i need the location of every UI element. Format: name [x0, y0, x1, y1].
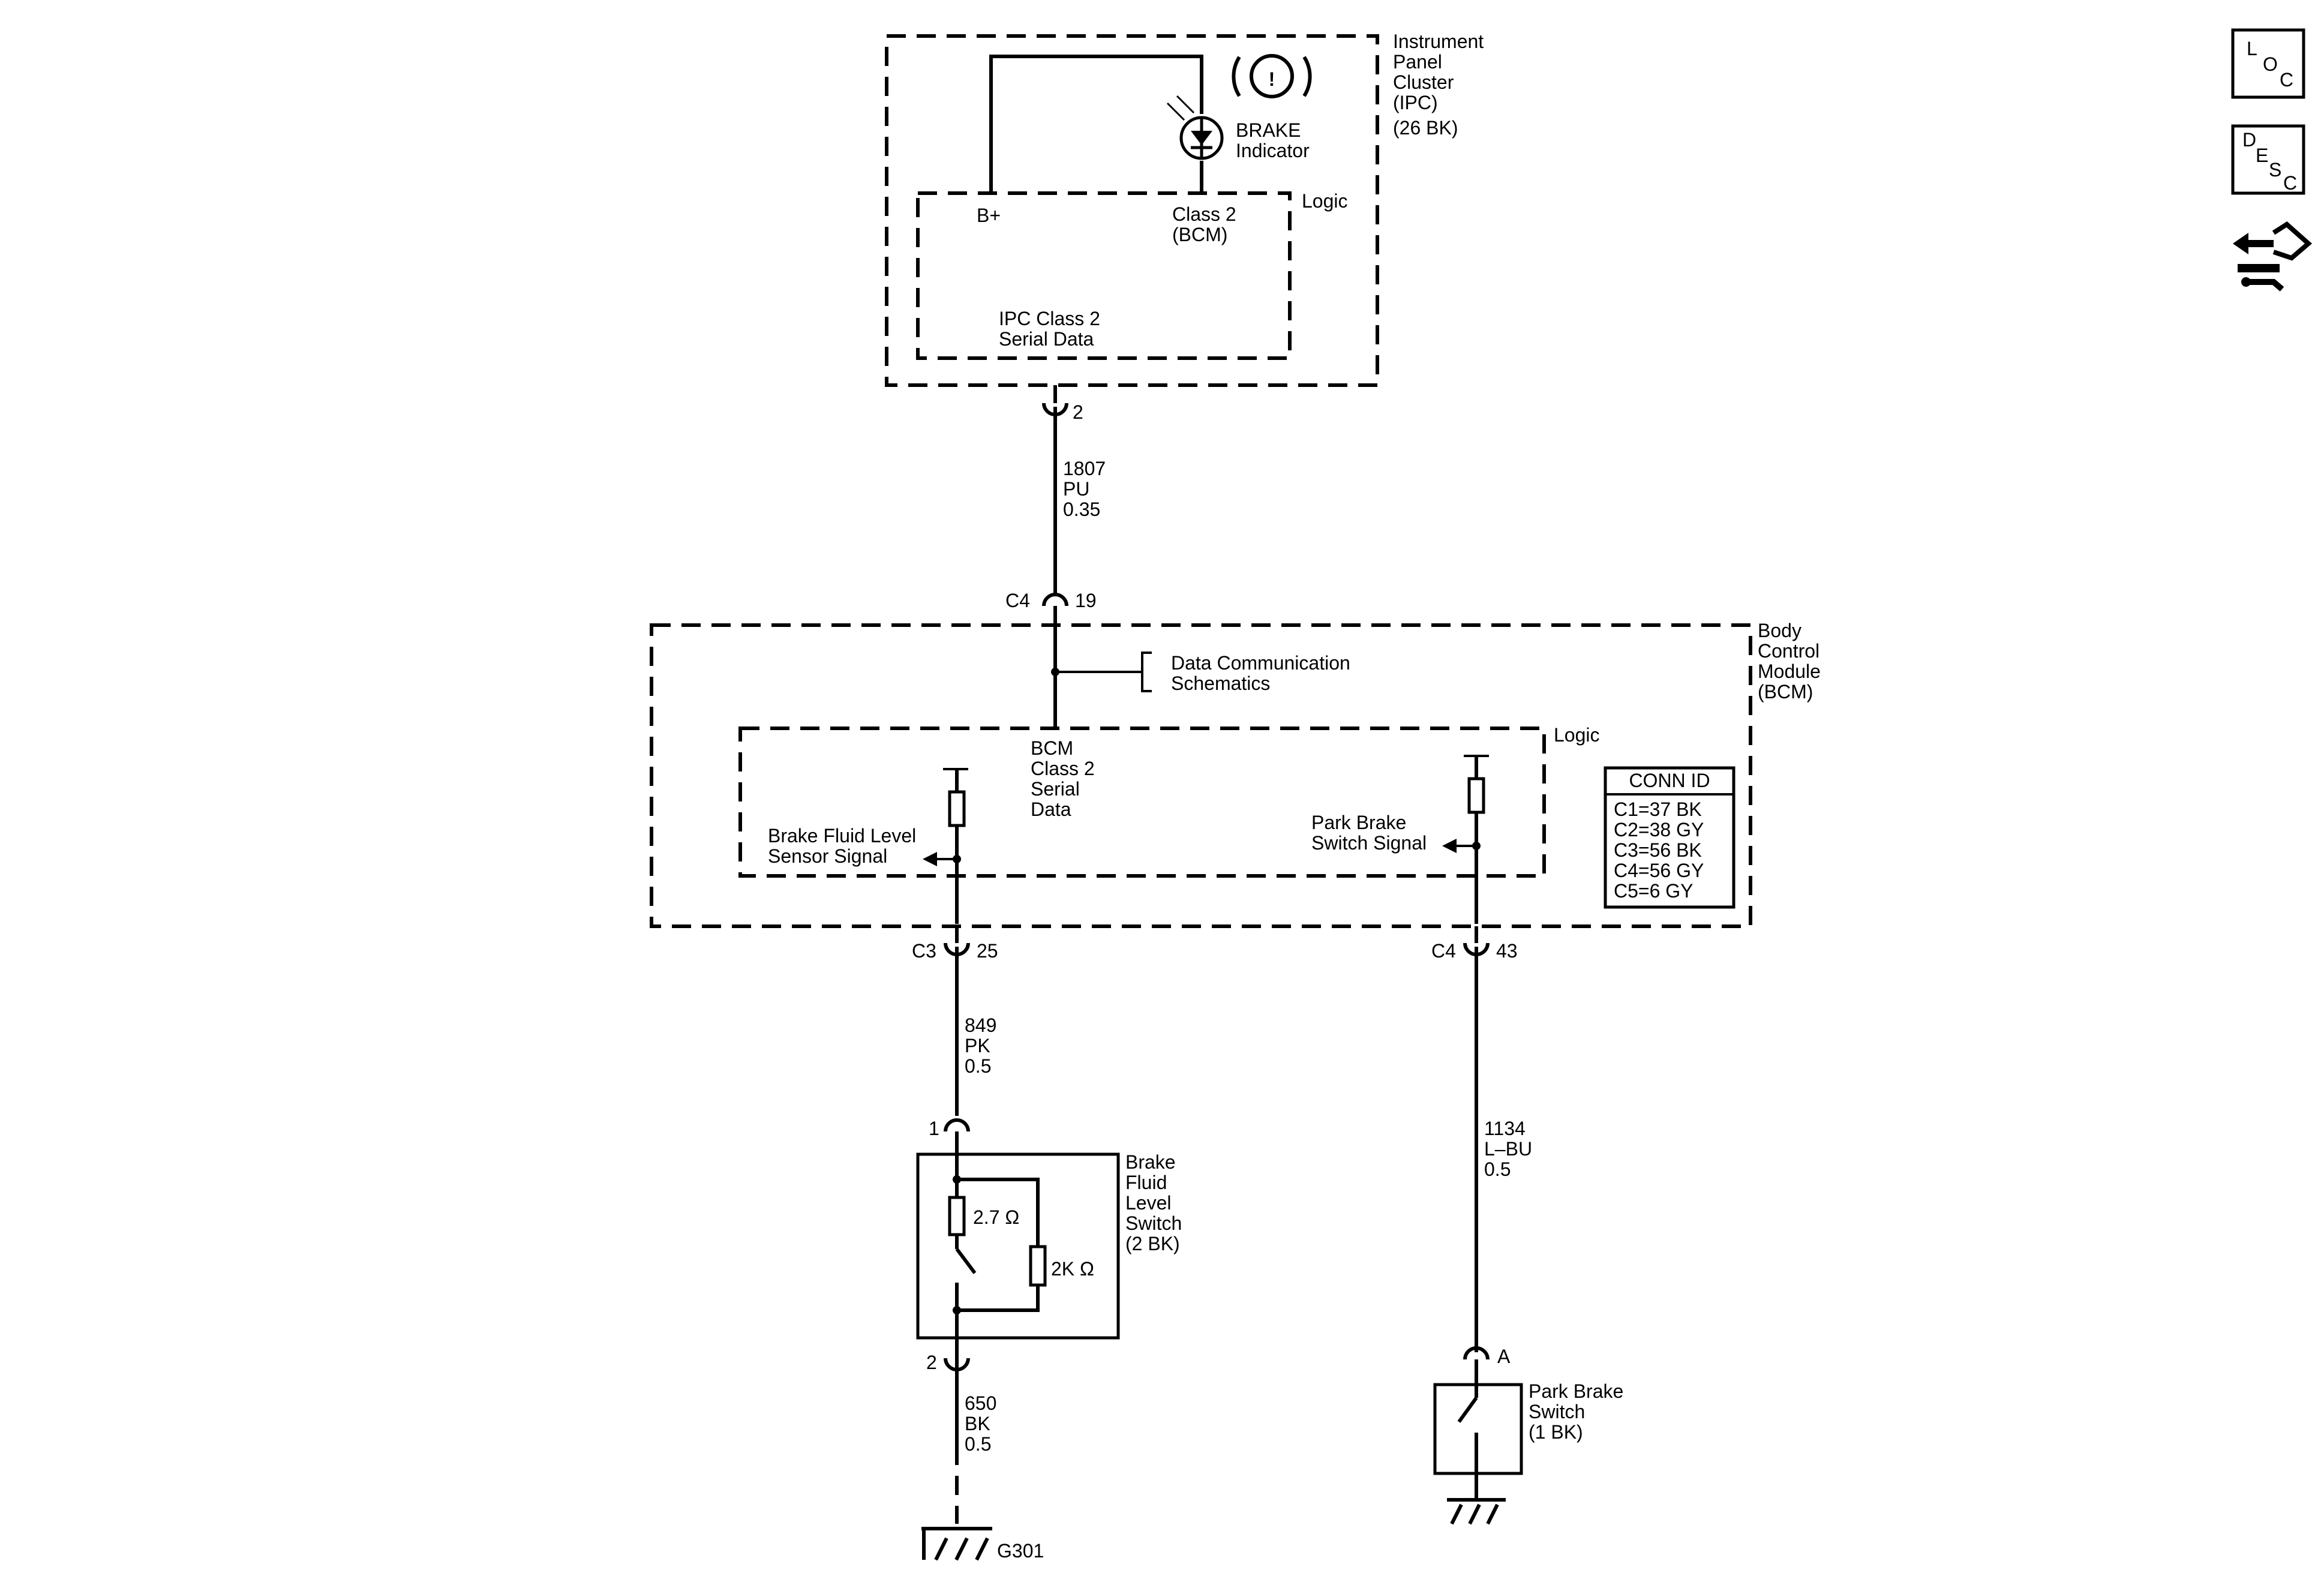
ipc-title: Instrument Panel Cluster (IPC) (26 BK) — [1393, 31, 1489, 139]
bcm-logic-label: Logic — [1554, 724, 1600, 746]
conn-id-table: CONN ID C1=37 BK C2=38 GY C3=56 BK C4=56… — [1604, 766, 1736, 909]
svg-text:C: C — [2283, 172, 2297, 194]
conn-id-rows: C1=37 BK C2=38 GY C3=56 BK C4=56 GY C5=6… — [1614, 798, 1709, 902]
bcm-logic-outline — [738, 727, 1546, 878]
pbs-pin-label: A — [1497, 1346, 1511, 1367]
wire-849-label: 849 PK 0.5 — [965, 1014, 1002, 1077]
wire-1134-label: 1134 L–BU 0.5 — [1484, 1118, 1538, 1180]
svg-text:L: L — [2247, 38, 2257, 59]
c3-25-connector: C3 25 — [912, 926, 998, 962]
ground-g301-icon — [921, 1527, 992, 1561]
ipc-class2-label: Class 2 (BCM) — [1172, 203, 1242, 245]
svg-text:D: D — [2242, 129, 2256, 151]
data-comm-bracket — [1141, 652, 1152, 692]
brake-fluid-pullup — [923, 768, 968, 924]
svg-text:O: O — [2263, 53, 2278, 75]
ipc-logic-label: Logic — [1302, 190, 1348, 212]
c3-25-pin-label: 25 — [977, 940, 998, 962]
brake-indicator-label: BRAKE Indicator — [1236, 119, 1310, 161]
svg-text:S: S — [2269, 159, 2281, 181]
brake-symbol: ! — [1269, 68, 1275, 90]
wire-650-label: 650 BK 0.5 — [965, 1392, 1002, 1455]
ipc-bplus-wire — [989, 55, 1203, 193]
c4-43-connector: C4 43 — [1431, 926, 1518, 962]
bcm-class2-label: BCM Class 2 Serial Data — [1031, 737, 1100, 820]
bfs-pin-top-label: 1 — [929, 1118, 939, 1139]
wire-1807-label: 1807 PU 0.35 — [1063, 458, 1111, 520]
park-brake-pullup — [1442, 755, 1489, 924]
bfs-box — [916, 1152, 1120, 1340]
ground-label: G301 — [997, 1540, 1044, 1562]
bcm-outline — [650, 623, 1752, 928]
ipc-pin-2-connector: 2 — [1042, 385, 1083, 423]
svg-text:C: C — [2280, 69, 2293, 91]
bfs-title: Brake Fluid Level Switch (2 BK) — [1125, 1151, 1187, 1254]
bcm-block: Data Communication Schematics Body Contr… — [650, 620, 1826, 928]
ipc-outline — [885, 34, 1379, 387]
brake-fluid-switch: 1 2.7 Ω 2K Ω Brake Fluid Level Switch (2… — [916, 1118, 1187, 1373]
brake-warning-icon: ! — [1232, 54, 1312, 98]
c4-19-pin-label: 19 — [1075, 590, 1097, 611]
park-brake-signal-label: Park Brake Switch Signal — [1311, 812, 1427, 854]
bfs-pin-bottom-label: 2 — [926, 1352, 937, 1373]
c4-43-pin-label: 43 — [1496, 940, 1518, 962]
bfs-r2-label: 2K Ω — [1051, 1258, 1094, 1280]
data-comm-link[interactable]: Data Communication Schematics — [1171, 652, 1356, 694]
bfs-r1-label: 2.7 Ω — [973, 1206, 1019, 1228]
ipc-logic-outline — [916, 191, 1292, 360]
brake-led-icon — [1166, 95, 1224, 160]
ipc-pin-label: 2 — [1073, 401, 1083, 423]
routing-icon[interactable] — [2233, 221, 2313, 292]
conn-id-title: CONN ID — [1629, 770, 1710, 791]
c4-43-conn-label: C4 — [1431, 940, 1456, 962]
c3-25-conn-label: C3 — [912, 940, 936, 962]
c4-19-connector: C4 19 — [1005, 590, 1097, 624]
pbs-title: Park Brake Switch (1 BK) — [1529, 1380, 1629, 1443]
svg-text:E: E — [2256, 145, 2268, 166]
ipc-block: ! BRAKE Indicator Instrument Panel Clust… — [885, 31, 1489, 387]
brake-fluid-signal-label: Brake Fluid Level Sensor Signal — [768, 825, 921, 867]
bcm-title: Body Control Module (BCM) — [1758, 620, 1826, 703]
loc-icon[interactable]: L O C — [2231, 28, 2305, 99]
ipc-bplus-label: B+ — [977, 205, 1001, 226]
desc-icon[interactable]: D E S C — [2231, 124, 2305, 195]
ipc-serial-label: IPC Class 2 Serial Data — [999, 308, 1106, 350]
c4-19-conn-label: C4 — [1005, 590, 1030, 611]
park-brake-switch: A Park Brake Switch (1 BK) — [1433, 1346, 1629, 1525]
